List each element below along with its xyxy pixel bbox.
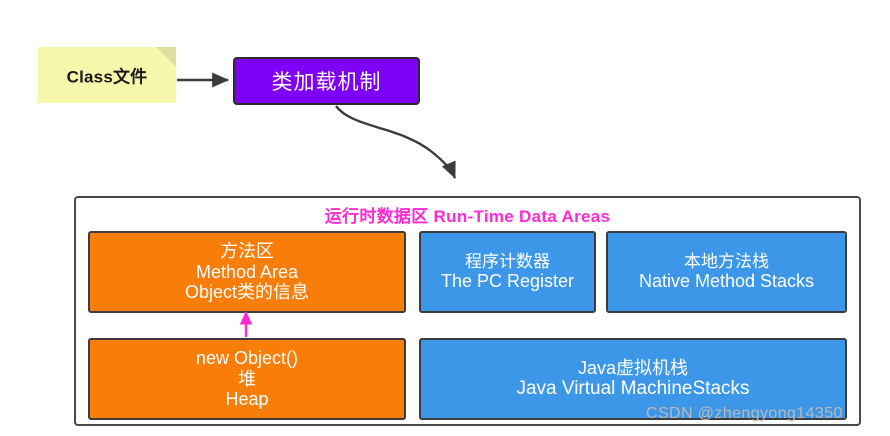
heap-line-2: 堆 <box>238 368 256 389</box>
pc-register-line-2: The PC Register <box>440 271 575 292</box>
class-loader-box: 类加载机制 <box>233 57 420 105</box>
memory-area-heap: new Object() 堆 Heap <box>88 338 406 420</box>
arrow-loader-to-runtime <box>335 105 457 179</box>
memory-area-native-method-stacks: 本地方法栈 Native Method Stacks <box>606 231 847 313</box>
method-area-line-2: Method Area <box>195 261 299 282</box>
native-method-stacks-line-2: Native Method Stacks <box>638 271 815 292</box>
method-area-line-3: Object类的信息 <box>184 282 310 303</box>
method-area-line-1: 方法区 <box>220 240 274 261</box>
memory-area-pc-register: 程序计数器 The PC Register <box>419 231 596 313</box>
memory-area-jvm-stacks: Java虚拟机栈 Java Virtual MachineStacks <box>419 338 847 420</box>
heap-line-1: new Object() <box>195 347 299 368</box>
jvm-stacks-line-2: Java Virtual MachineStacks <box>516 378 750 400</box>
class-loader-label: 类加载机制 <box>271 71 382 94</box>
watermark-text: CSDN @zhengyong14350 <box>646 405 843 422</box>
note-fold-corner-icon <box>156 47 176 67</box>
runtime-data-areas-title: 运行时数据区 Run-Time Data Areas <box>324 207 611 226</box>
memory-area-method-area: 方法区 Method Area Object类的信息 <box>88 231 406 313</box>
heap-line-3: Heap <box>225 389 269 410</box>
class-file-note: Class文件 <box>38 47 176 103</box>
native-method-stacks-line-1: 本地方法栈 <box>684 251 769 271</box>
pc-register-line-1: 程序计数器 <box>465 251 550 271</box>
jvm-stacks-line-1: Java虚拟机栈 <box>577 357 689 378</box>
class-file-note-label: Class文件 <box>66 67 148 87</box>
